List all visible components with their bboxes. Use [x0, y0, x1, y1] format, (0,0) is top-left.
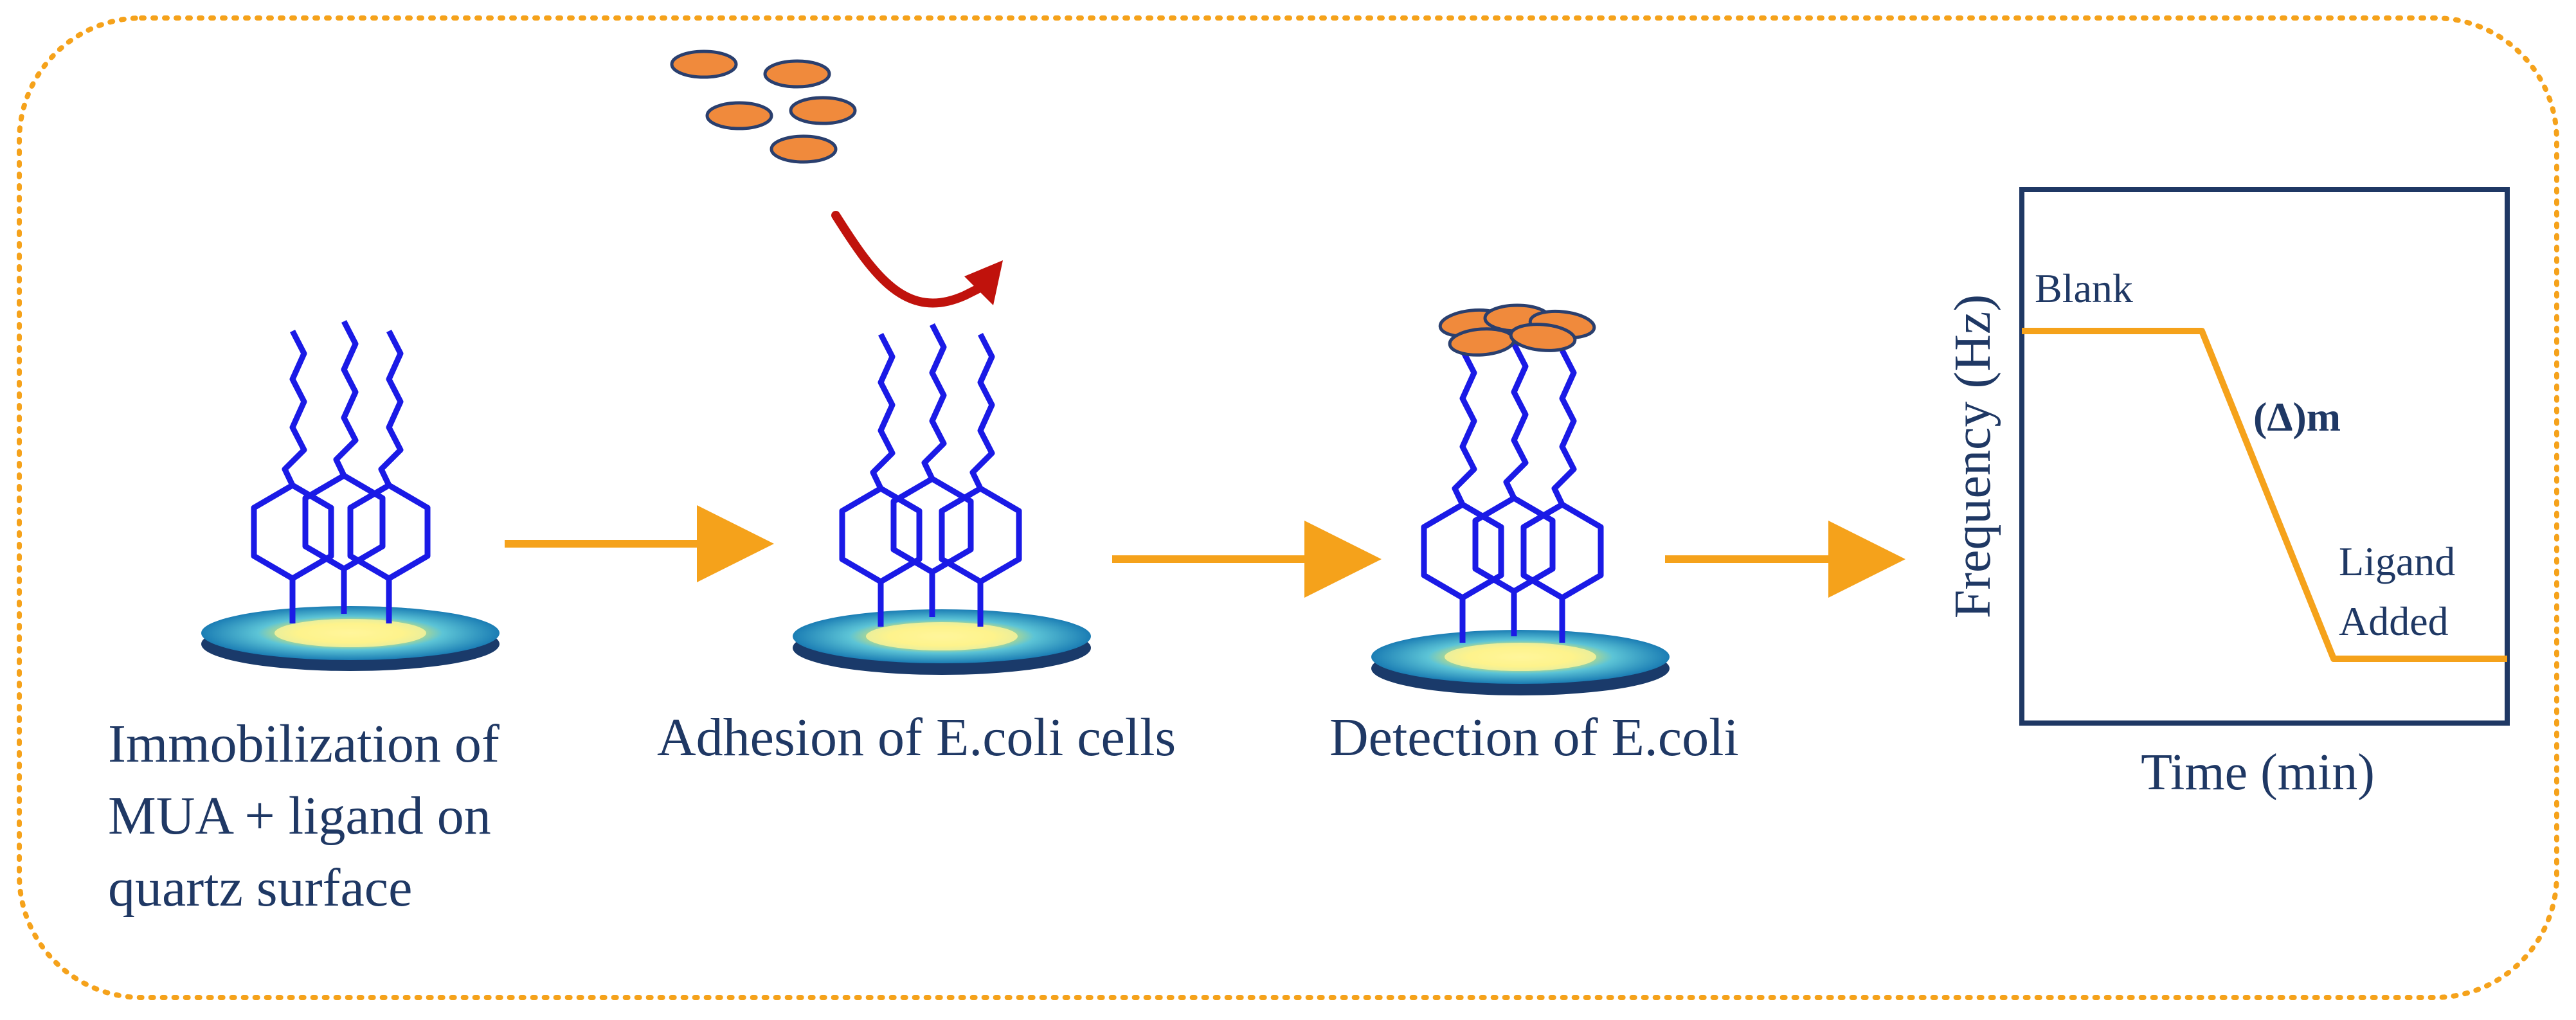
step3-caption: Detection of E.coli [1329, 702, 1739, 774]
label-blank: Blank [2035, 265, 2133, 311]
step1-molecules [254, 321, 428, 623]
step3-quartz-disc [1371, 630, 1670, 695]
bacterium [771, 136, 836, 162]
label-added: Added [2339, 598, 2449, 644]
bacterium [707, 103, 771, 129]
step2-caption-line: Adhesion of E.coli cells [657, 708, 1176, 767]
graph-frame [2019, 187, 2510, 726]
graph-ylabel: Frequency (Hz) [1945, 294, 2001, 618]
step3-molecules [1424, 344, 1601, 643]
step3-sensor [1371, 305, 1670, 695]
step2-sensor [793, 325, 1091, 675]
bacterium [672, 51, 736, 77]
frequency-curve [2022, 328, 2507, 662]
label-delta-m: (Δ)m [2253, 394, 2341, 440]
graph-xlabel: Time (min) [2141, 744, 2375, 801]
step2-caption: Adhesion of E.coli cells [657, 702, 1176, 774]
dotted-border [17, 15, 2559, 1000]
frequency-graph: Blank (Δ)m Ligand Added Frequency (Hz) T… [1945, 187, 2510, 801]
step2-quartz-disc [793, 609, 1091, 675]
step2-bacteria-cluster [672, 51, 855, 162]
step1-caption-line: MUA + ligand on [108, 786, 491, 846]
step3-caption-line: Detection of E.coli [1329, 708, 1739, 767]
step1-sensor [201, 321, 500, 671]
curved-arrow [831, 211, 1003, 308]
bacterium [791, 98, 855, 123]
step2-molecules [842, 325, 1019, 627]
step1-quartz-disc [201, 606, 500, 671]
step1-caption: Immobilization of MUA + ligand on quartz… [108, 708, 500, 924]
step1-caption-line: quartz surface [108, 858, 413, 918]
step1-caption-line: Immobilization of [108, 714, 500, 774]
label-ligand: Ligand [2339, 539, 2455, 584]
bacterium [765, 61, 829, 87]
